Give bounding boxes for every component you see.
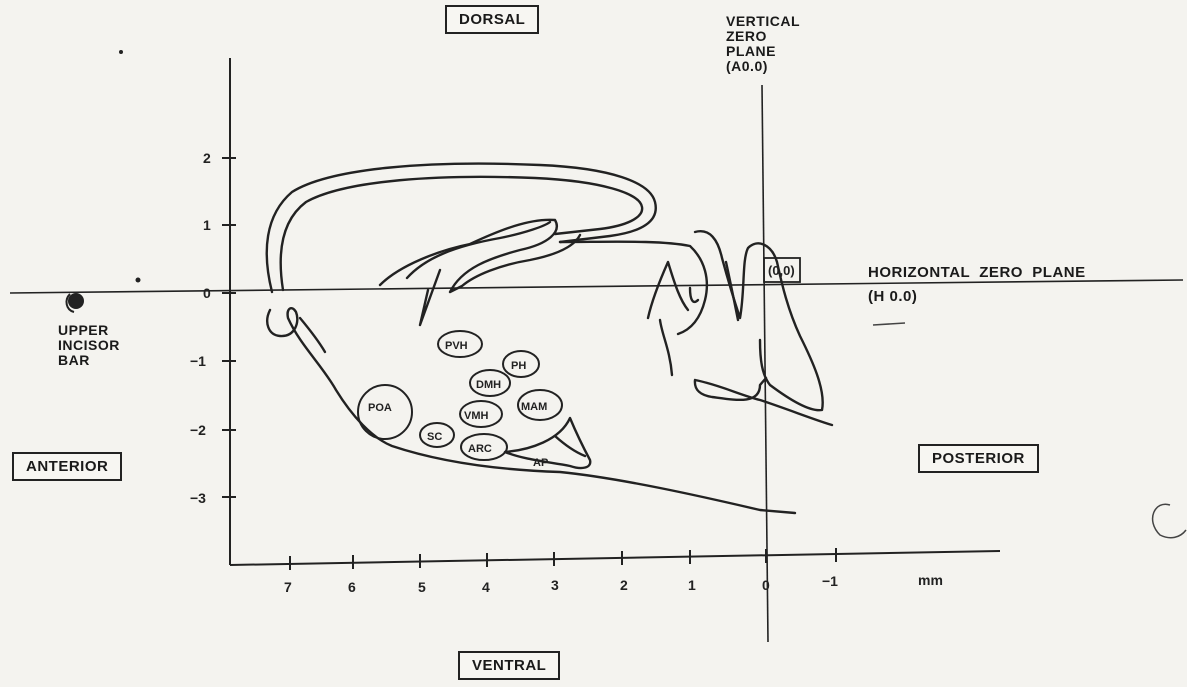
incisor-line-1: UPPER <box>58 323 120 338</box>
x-tick-label: 6 <box>348 579 356 595</box>
x-tick-label: 7 <box>284 579 292 595</box>
y-tick-label: −2 <box>190 422 206 438</box>
nucleus-label: POA <box>368 402 392 414</box>
speck <box>119 50 123 54</box>
horizontal-zero-plane-line <box>10 280 1183 293</box>
y-tick-label: 0 <box>203 285 211 301</box>
nucleus-label: AP <box>533 457 548 469</box>
nucleus-label: VMH <box>464 410 489 422</box>
y-tick-label: −1 <box>190 353 206 369</box>
axes <box>10 58 1183 642</box>
nucleus-label: MAM <box>521 401 547 413</box>
scan-dash <box>873 323 905 325</box>
brain-outline <box>267 164 832 513</box>
speck <box>136 278 141 283</box>
origin-label: (0,0) <box>768 263 795 278</box>
x-tick-label: 3 <box>551 577 559 593</box>
vertical-zero-plane-label: VERTICAL ZERO PLANE (A0.0) <box>726 14 800 74</box>
y-tick-label: −3 <box>190 490 206 506</box>
posterior-label: POSTERIOR <box>918 444 1039 473</box>
unit-label: mm <box>918 572 943 588</box>
vertical-zero-plane-line-2: ZERO <box>726 29 800 44</box>
x-tick-labels: 7 6 5 4 3 2 1 0 −1 mm <box>284 572 943 595</box>
x-tick-label: 1 <box>688 577 696 593</box>
upper-incisor-bar-label: UPPER INCISOR BAR <box>58 323 120 368</box>
incisor-line-2: INCISOR <box>58 338 120 353</box>
scan-mark <box>1153 504 1186 538</box>
x-tick-label: 2 <box>620 577 628 593</box>
horizontal-zero-plane-code: (H 0.0) <box>868 289 917 304</box>
nucleus-label: SC <box>427 431 442 443</box>
y-tick-label: 1 <box>203 217 211 233</box>
x-axis <box>230 551 1000 565</box>
y-tick-label: 2 <box>203 150 211 166</box>
horizontal-zero-plane-label: HORIZONTAL ZERO PLANE <box>868 265 1086 280</box>
ventral-label: VENTRAL <box>458 651 560 680</box>
x-tick-label: 4 <box>482 579 490 595</box>
vertical-zero-plane-line-3: PLANE <box>726 44 800 59</box>
nucleus-label: PH <box>511 360 526 372</box>
x-tick-label: 5 <box>418 579 426 595</box>
vertical-zero-plane-line-1: VERTICAL <box>726 14 800 29</box>
nucleus-label: ARC <box>468 443 492 455</box>
vertical-zero-plane-line-4: (A0.0) <box>726 59 800 74</box>
brainstem-upper <box>560 242 707 334</box>
y-tick-labels: 2 1 0 −1 −2 −3 <box>190 150 211 506</box>
x-tick-label: −1 <box>822 573 838 589</box>
nucleus-label: DMH <box>476 379 501 391</box>
dorsal-label: DORSAL <box>445 5 539 34</box>
pons <box>695 378 832 425</box>
incisor-bar-icon <box>67 293 84 312</box>
x-tick-label: 0 <box>762 577 770 593</box>
cerebellum <box>695 231 823 410</box>
nucleus-label: PVH <box>445 340 468 352</box>
incisor-line-3: BAR <box>58 353 120 368</box>
anterior-label: ANTERIOR <box>12 452 122 481</box>
cortex-outer <box>267 164 656 292</box>
hippocampus <box>380 220 580 292</box>
cortex-inner <box>281 177 642 290</box>
